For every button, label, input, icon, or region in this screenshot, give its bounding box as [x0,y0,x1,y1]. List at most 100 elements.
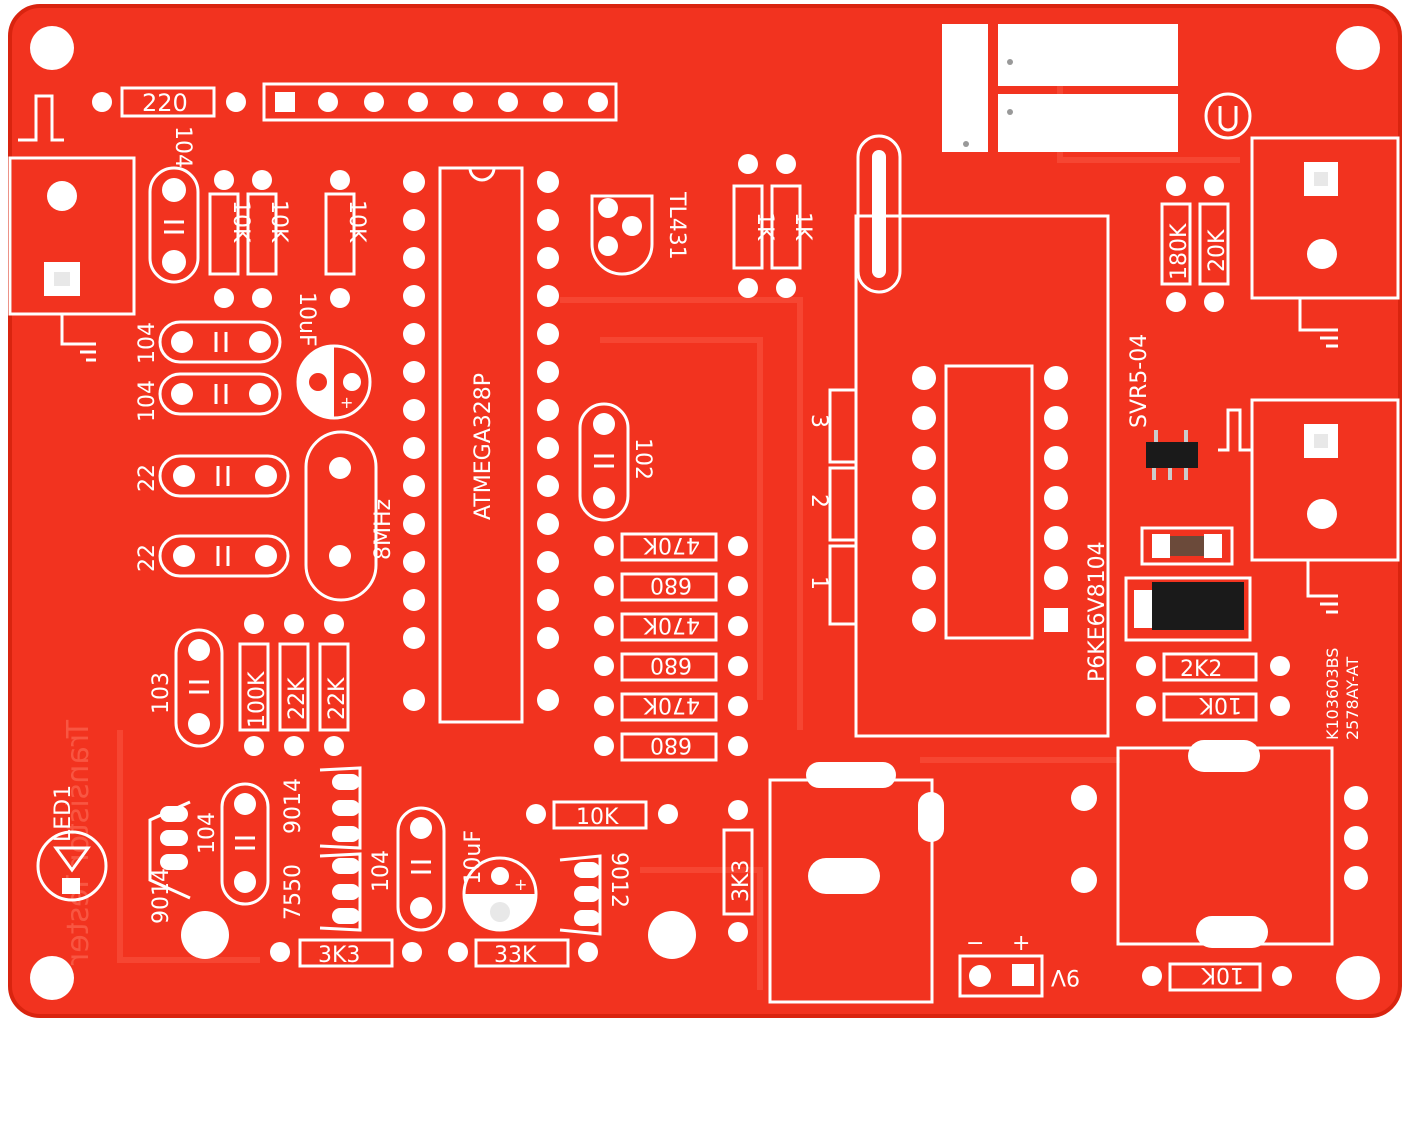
r470k-b-label: 470K [643,612,700,637]
led1-footprint: LED1 [36,785,108,902]
mounting-hole [181,911,229,959]
pad [364,92,384,112]
led1-label: LED1 [51,785,76,842]
r3k3-b-label: 3K3 [729,860,754,902]
transistor-9014-a: 9014 [148,800,191,924]
r680-b-label: 680 [650,652,692,677]
lcd-area [854,134,1110,738]
resistor-stack: 470K 680 470K 680 470K [594,532,748,762]
cap-104-d: 104 [369,806,446,932]
battery-minus: − [966,931,984,956]
c104-c-label: 104 [195,812,220,854]
mounting-hole [30,956,74,1000]
rotary-encoder-footprint [1071,740,1368,948]
resistor-3k3-b: 3K3 [722,800,754,942]
cap-104-top-label: 104 [170,126,195,168]
r10k-f-label: 10K [1201,962,1244,987]
svg-text:+: + [514,875,527,894]
pad [453,92,473,112]
cap-10uf-top-label: 10uF [294,292,319,347]
c104-b-label: 104 [135,380,160,422]
resistor-680-b: 680 [594,652,748,682]
r470k-c-label: 470K [643,692,700,717]
c104-d-label: 104 [369,850,394,892]
top-smd-pads [942,24,1178,152]
test-points [828,388,856,626]
resistor-10k-f: 10K [1142,962,1292,992]
mcu-label: ATMEGA328P [471,373,496,520]
resistor-20k: 20K [1198,176,1230,312]
crystal-8mhz: 8MHz [304,430,396,602]
r180k-label: 180K [1167,223,1192,280]
mounting-hole [648,911,696,959]
resistor-2k2: 2K2 [1136,652,1290,682]
c103-label: 103 [149,672,174,714]
r680-a-label: 680 [650,572,692,597]
resistor-180k: 180K [1160,176,1192,312]
r10k-d-label: 10K [576,805,619,830]
pcb-board [10,6,1400,1016]
resistor-22k-b: 22K [318,614,350,756]
resistor-10k-c: 10K [324,170,369,308]
battery-9v-label: 9V [1051,964,1080,989]
pad [498,92,518,112]
resistor-470k-a: 470K [594,532,748,562]
r22k-a-label: 22K [285,677,310,720]
test-point-2: 2 [806,494,831,508]
tl431-footprint: TL431 [590,191,689,276]
transistor-9014-b: 9014 [281,766,362,850]
pad [408,92,428,112]
r2k2-label: 2K2 [1180,657,1222,682]
left-connector [8,156,136,362]
power-symbol-icon [1204,92,1252,140]
top-header: 220 [92,82,618,122]
smd-diode [1124,576,1252,642]
resistor-10k-e: 10K [1136,692,1290,722]
svr5-04-label: SVR5-04 [1127,334,1152,428]
pulse-symbols [18,94,1252,452]
cap-104-a: 104 [135,320,282,364]
r3k3-a-label: 3K3 [318,943,360,968]
resistor-470k-b: 470K [594,612,748,642]
r20k-label: 20K [1205,229,1230,272]
module-code-2: 2578AY-AT [1343,657,1362,740]
mounting-hole [30,26,74,70]
tvs-diode-label: P6KE6V8104 [1085,541,1110,682]
c22-b-label: 22 [135,544,160,572]
right-connector-bottom [1250,398,1400,614]
resistor-33k: 33K [448,938,598,968]
q9014-b-label: 9014 [281,778,306,834]
r220-label: 220 [142,89,188,117]
r10k-e-label: 10K [1199,692,1242,717]
r470k-a-label: 470K [643,532,700,557]
q9014-a-label: 9014 [149,868,174,924]
svr5-04-chip: SVR5-04 [1127,334,1198,480]
pad [318,92,338,112]
mounting-holes [30,26,1380,1000]
dc-jack-footprint [768,762,944,1004]
cap-104-top: 104 [148,126,200,284]
battery-connector: − + 9V [958,931,1080,998]
ic7550-label: 7550 [281,864,306,920]
cap-103: 103 [149,628,224,748]
r10k-b-label: 10K [266,200,291,243]
q9012-label: 9012 [606,852,631,908]
resistor-3k3-a: 3K3 [270,938,422,968]
pad [588,92,608,112]
test-point-1: 1 [806,576,831,590]
c22-a-label: 22 [135,464,160,492]
resistor-22k-a: 22K [278,614,310,756]
pin-header-square-pad [275,92,295,112]
pad [92,92,112,112]
r22k-b-label: 22K [325,677,350,720]
r100k-label: 100K [245,671,270,728]
pin-header-outline [262,82,618,122]
resistor-10k-d: 10K [526,800,678,830]
resistor-470k-c: 470K [594,692,748,722]
cap-102: 102 [578,402,655,522]
tl431-label: TL431 [664,191,689,260]
cap-22-b: 22 [135,534,290,578]
cap-22-a: 22 [135,454,290,498]
pcb-board-edge [8,4,1402,1018]
